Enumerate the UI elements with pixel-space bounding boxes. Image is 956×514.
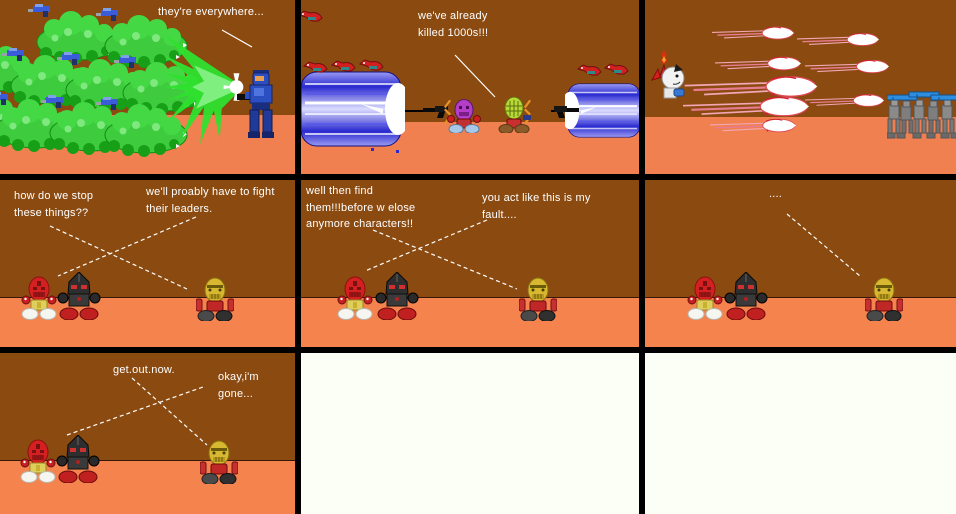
panel-3-floor <box>645 117 956 174</box>
speech-text: we've already killed 1000s!!! <box>418 10 489 39</box>
pistol-icon <box>554 106 579 118</box>
panel-1: they're everywhere... <box>0 0 295 174</box>
speech-pointer-line <box>372 229 518 290</box>
panel-1-floor <box>0 115 295 174</box>
green-creature-sprite <box>114 54 206 115</box>
muzzle-flash-icon <box>443 99 452 125</box>
speech-text: you act like this is my fault.... <box>482 192 591 221</box>
missile-sprite <box>712 25 794 41</box>
speech-text: how do we stop these things?? <box>14 190 94 219</box>
flame-icon <box>660 50 668 65</box>
red-dino-sprite <box>359 59 384 71</box>
speech-text: we'll proably have to fight their leader… <box>146 186 275 215</box>
panel-6-floor <box>645 297 956 347</box>
speech-text: .... <box>769 188 783 200</box>
missile-sprite <box>805 93 884 108</box>
pistol-icon <box>423 106 448 118</box>
speech-text: well then find them!!!before w elose any… <box>306 185 416 230</box>
speech-pointer-line <box>786 213 861 277</box>
panel-5-floor <box>301 297 639 347</box>
red-dino-sprite <box>331 60 356 72</box>
green-creature-sprite <box>28 3 120 64</box>
speech-pointer-line <box>454 54 496 98</box>
skull-guy-sprite <box>651 64 685 99</box>
panel-4-floor <box>0 297 295 347</box>
panel-7-floor <box>0 460 295 514</box>
speech-pointer-line <box>66 386 204 436</box>
missile-sprite <box>683 96 809 117</box>
panel-7: get.out.now. okay,i'm gone... <box>0 353 295 514</box>
speech-pointer-line <box>221 29 253 48</box>
red-dino-sprite <box>303 61 328 73</box>
panel-4: how do we stop these things?? we'll proa… <box>0 180 295 347</box>
speech-pointer-line <box>49 225 188 290</box>
red-dino-sprite <box>604 63 629 75</box>
panel-2: we've already killed 1000s!!! <box>301 0 639 174</box>
speech-pointer-line <box>131 377 208 446</box>
missile-sprite <box>683 75 819 98</box>
green-creature-sprite <box>0 34 37 95</box>
missile-sprite <box>805 59 889 74</box>
green-creature-sprite <box>57 51 149 112</box>
speech-text: okay,i'm gone... <box>218 371 259 400</box>
red-dino-sprite <box>301 10 323 22</box>
panel-5: well then find them!!!before w elose any… <box>301 180 639 347</box>
red-dino-sprite <box>577 64 602 76</box>
panel-6: .... <box>645 180 956 347</box>
speech-text: get.out.now. <box>113 364 175 376</box>
panel-8-blank <box>301 353 639 514</box>
missile-sprite <box>797 32 879 47</box>
panel-2-floor <box>301 122 639 174</box>
panel-3 <box>645 0 956 174</box>
missile-sprite <box>715 56 801 71</box>
speech-text: they're everywhere... <box>158 6 264 18</box>
speech-pointer-line <box>57 216 197 277</box>
green-creature-sprite <box>2 47 94 108</box>
panel-9-blank <box>645 353 956 514</box>
muzzle-flash-icon <box>523 99 532 125</box>
